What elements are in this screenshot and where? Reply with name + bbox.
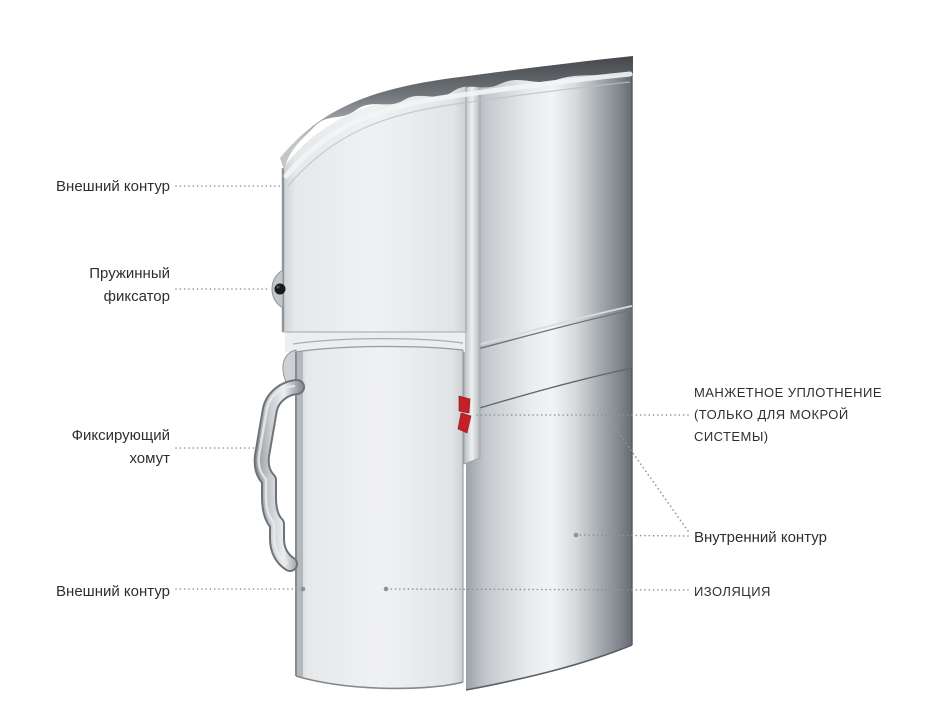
leader-inner-contour-diagonal	[615, 428, 689, 532]
label-insulation: ИЗОЛЯЦИЯ	[694, 584, 771, 599]
label-outer-contour-top: Внешний контур	[56, 178, 170, 195]
label-spring-lock: Пружинный фиксатор	[89, 265, 170, 305]
label-cuff-seal: МАНЖЕТНОЕ УПЛОТНЕНИЕ (ТОЛЬКО ДЛЯ МОКРОЙ …	[694, 385, 882, 445]
leader-endpoint-dots	[300, 425, 618, 592]
outer-pipe-lower	[282, 345, 464, 690]
label-inner-contour: Внутренний контур	[694, 529, 827, 546]
label-fixing-clamp: Фиксирующий хомут	[71, 427, 170, 467]
socket-joint	[465, 305, 633, 413]
leader-insulation	[388, 588, 689, 591]
clamp-profile	[253, 379, 305, 572]
cut-edge-band	[280, 56, 633, 187]
cuff-seal-marker	[457, 395, 472, 434]
label-outer-contour-bottom: Внешний контур	[56, 583, 170, 600]
spring-lock-dot	[271, 269, 286, 309]
